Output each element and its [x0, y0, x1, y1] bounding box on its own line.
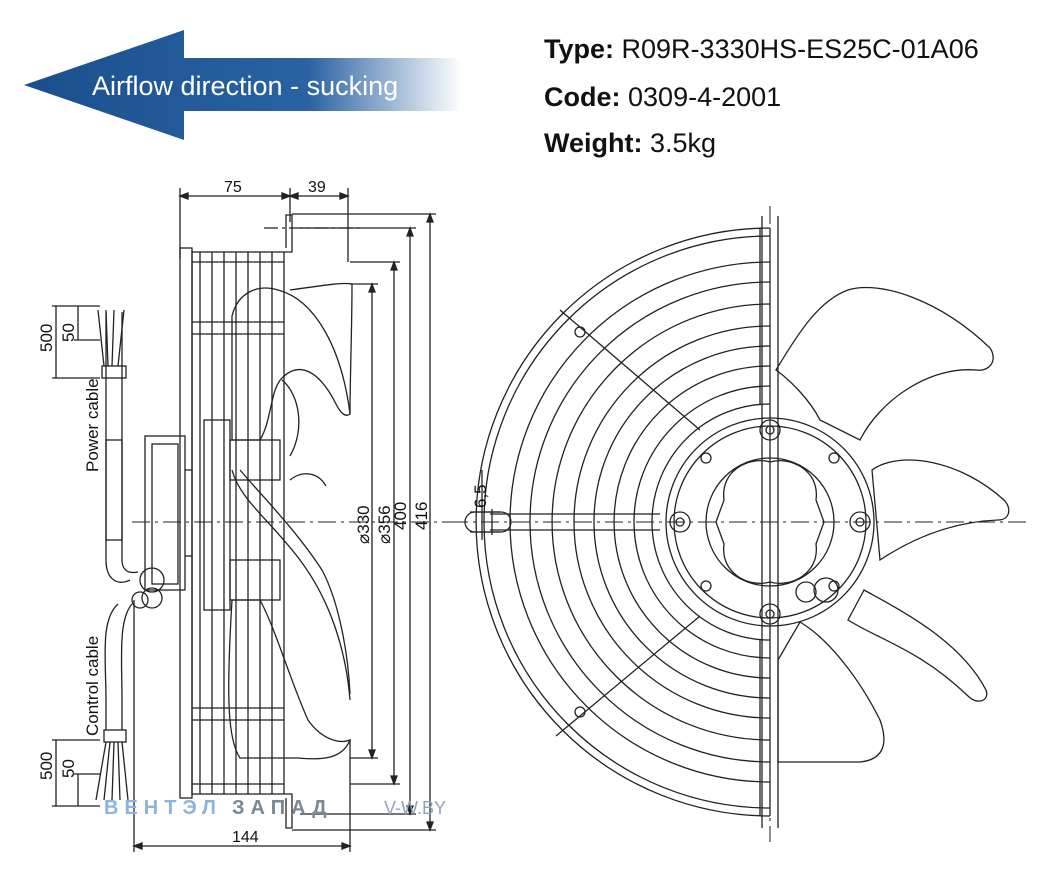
watermark: ВЕНТЭЛ ЗАПАД V-W.BY	[104, 797, 446, 819]
dim-diameter-356: ⌀356	[375, 505, 394, 544]
watermark-part2: ЗАПАД	[232, 797, 333, 819]
control-cable-label: Control cable	[83, 636, 102, 736]
spec-code-key: Code:	[544, 82, 621, 112]
spec-weight: Weight: 3.5kg	[544, 128, 716, 159]
spec-type: Type: R09R-3330HS-ES25C-01A06	[544, 34, 979, 65]
front-view	[450, 206, 1030, 842]
dim-height-400: 400	[391, 502, 410, 530]
spec-weight-value: 3.5kg	[650, 128, 717, 158]
dim-height-416: 416	[412, 502, 431, 530]
dim-power-cable-500: 500	[37, 324, 56, 352]
airflow-label: Airflow direction - sucking	[92, 71, 398, 101]
dim-144: 144	[232, 829, 259, 846]
watermark-site: V-W.BY	[384, 798, 446, 818]
spec-code: Code: 0309-4-2001	[544, 82, 781, 113]
dim-power-cable-50: 50	[59, 323, 78, 342]
spec-weight-key: Weight:	[544, 128, 643, 158]
spec-type-value: R09R-3330HS-ES25C-01A06	[621, 34, 979, 64]
spec-code-value: 0309-4-2001	[628, 82, 782, 112]
airflow-direction-arrow: Airflow direction - sucking	[24, 30, 462, 140]
side-view	[52, 188, 452, 852]
dim-diameter-330: ⌀330	[354, 505, 373, 544]
dim-75: 75	[224, 179, 242, 196]
dim-control-cable-500: 500	[37, 752, 56, 780]
dim-39: 39	[308, 179, 326, 196]
dim-slot-6-5: 6,5	[471, 484, 490, 508]
dim-control-cable-50: 50	[59, 759, 78, 778]
power-cable-label: Power cable	[83, 378, 102, 472]
spec-type-key: Type:	[544, 34, 615, 64]
watermark-part1: ВЕНТЭЛ	[104, 797, 222, 819]
